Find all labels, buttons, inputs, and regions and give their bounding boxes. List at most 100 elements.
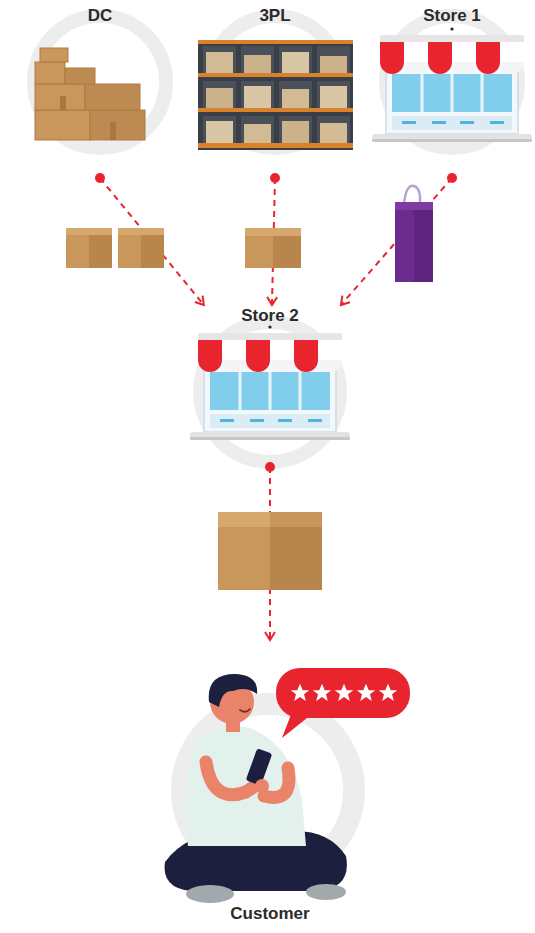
warehouse-shelf: [320, 86, 347, 108]
backdrop-circle: [209, 16, 341, 148]
flow-arrow: [100, 178, 204, 305]
parcel-box: [141, 228, 164, 268]
parcel-box: [245, 228, 301, 236]
backdrop-circle: [34, 16, 518, 876]
shopping-bag: [395, 202, 433, 210]
parcel-box: [270, 512, 322, 527]
warehouse-shelf: [244, 124, 271, 143]
location-node: Store 2: [195, 305, 345, 467]
carton-stack: [40, 48, 68, 62]
location-node: DC: [30, 5, 170, 178]
connector-dot: [447, 173, 457, 183]
location-node: Customer: [140, 640, 400, 925]
customer-figure: [206, 762, 258, 795]
parcel-box: [245, 228, 301, 268]
customer-figure: [209, 674, 257, 707]
customer-figure: [306, 884, 346, 900]
warehouse-shelf: [198, 40, 353, 150]
node-label: Store 1: [382, 5, 522, 27]
backdrop-circle: [34, 16, 166, 148]
flow-connector: [270, 173, 280, 305]
customer-figure: [165, 674, 347, 903]
rating-bubble: [282, 712, 312, 738]
carton-stack: [85, 84, 140, 110]
warehouse-shelf: [198, 73, 353, 77]
warehouse-shelf: [198, 40, 353, 44]
customer-figure: [246, 748, 273, 785]
carton-stack: [90, 110, 145, 140]
backdrop-circle: [386, 16, 518, 148]
rating-bubble: [276, 668, 410, 718]
store-icon: [190, 325, 350, 440]
backdrop-circle: [200, 322, 340, 462]
parcel-box: [218, 512, 322, 590]
carton-stack: [65, 68, 95, 84]
customer-figure: [210, 680, 254, 724]
warehouse-shelf: [320, 123, 347, 143]
shopping-bag: [414, 210, 433, 282]
warehouse-shelf: [317, 46, 350, 73]
parcel-box: [89, 228, 112, 268]
location-node: 3PL: [205, 5, 345, 178]
warehouse-shelf: [241, 81, 274, 108]
parcel-box: [66, 228, 112, 268]
rating-bubble: [276, 668, 410, 738]
warehouse-shelf: [206, 121, 233, 143]
warehouse-shelf: [203, 116, 236, 143]
flow-connector: [95, 173, 204, 305]
warehouse-shelf: [279, 116, 312, 143]
shopping-bag: [395, 202, 433, 282]
warehouse-shelf: [279, 81, 312, 108]
flow-arrow: [341, 178, 452, 305]
warehouse-shelf: [244, 55, 271, 73]
backdrop-circle: [182, 704, 354, 876]
warehouse-shelf: [317, 81, 350, 108]
customer-figure: [165, 831, 347, 891]
flow-connector: [265, 462, 275, 640]
warehouse-shelf: [203, 81, 236, 108]
parcel-box: [118, 228, 164, 268]
shopping-bag: [404, 186, 420, 204]
parcel-box: [270, 512, 322, 590]
connector-dot: [270, 173, 280, 183]
customer-figure: [264, 768, 289, 797]
warehouse-shelf: [244, 86, 271, 108]
warehouse-shelf: [206, 88, 233, 108]
warehouse-shelf: [317, 116, 350, 143]
parcel-box: [66, 228, 322, 590]
carton-stack: [35, 110, 90, 140]
warehouse-shelf: [282, 52, 309, 73]
shopping-bag: [395, 186, 433, 282]
rating-bubble: [379, 684, 397, 701]
warehouse-shelf: [320, 56, 347, 73]
flow-arrow: [269, 467, 271, 640]
parcel-box: [218, 512, 322, 527]
customer-figure: [240, 709, 250, 712]
customer-figure: [226, 716, 240, 732]
rating-bubble: [291, 684, 309, 701]
warehouse-shelf: [198, 143, 353, 148]
warehouse-shelf: [282, 121, 309, 143]
warehouse-shelf: [241, 116, 274, 143]
customer-figure: [186, 885, 234, 903]
customer-figure: [255, 779, 269, 793]
parcel-box: [66, 228, 112, 235]
carton-stack: [35, 84, 85, 110]
store-icon: [372, 27, 532, 142]
warehouse-shelf: [282, 89, 309, 108]
node-label: 3PL: [205, 5, 345, 27]
node-label: Store 2: [195, 305, 345, 327]
warehouse-shelf: [203, 46, 236, 73]
connector-dot: [95, 173, 105, 183]
customer-figure: [185, 726, 306, 846]
rating-bubble: [335, 684, 353, 701]
rating-bubble: [357, 684, 375, 701]
warehouse-shelf: [241, 46, 274, 73]
carton-stack: [35, 48, 145, 140]
carton-stack: [60, 96, 66, 110]
warehouse-shelf: [206, 52, 233, 73]
